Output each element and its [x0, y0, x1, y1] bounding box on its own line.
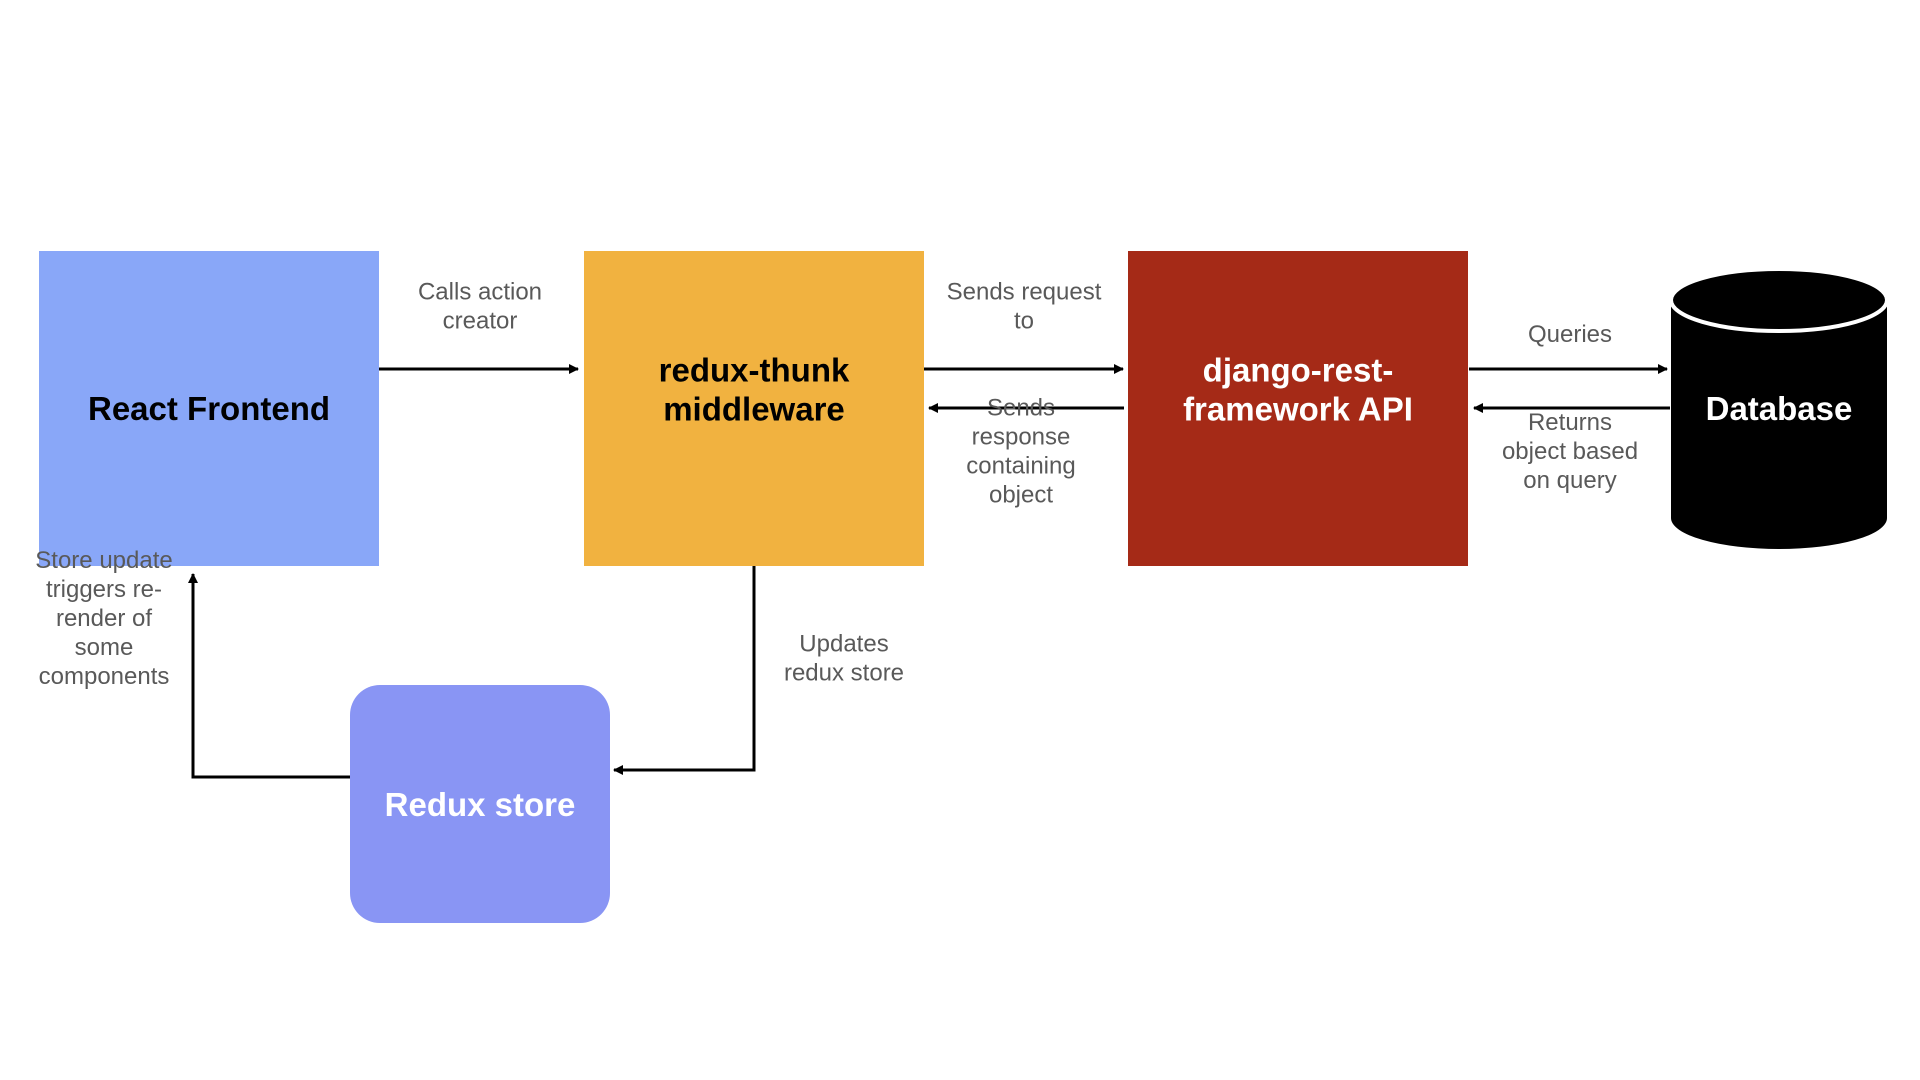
- label-line: Updates: [799, 631, 888, 658]
- label-line: containing: [966, 453, 1075, 480]
- label-line: components: [39, 663, 170, 690]
- label-line: object based: [1502, 438, 1638, 465]
- label-line: Sends: [987, 395, 1055, 422]
- label-line: middleware: [663, 391, 845, 428]
- label-line: React Frontend: [88, 390, 330, 427]
- database-label: Database: [1706, 390, 1853, 427]
- label-line: Sends request: [947, 279, 1102, 306]
- django-api-box: [1128, 251, 1468, 566]
- label-line: Redux store: [385, 786, 576, 823]
- label-line: django-rest-: [1203, 352, 1394, 389]
- django-api-label: django-rest-framework API: [1183, 352, 1413, 428]
- label-line: render of: [56, 605, 152, 632]
- label-line: redux-thunk: [659, 352, 850, 389]
- react-frontend-box: [39, 251, 379, 566]
- queries-label: Queries: [1528, 321, 1612, 348]
- redux-store-label: Redux store: [385, 786, 576, 823]
- label-line: on query: [1523, 467, 1616, 494]
- label-line: to: [1014, 308, 1034, 335]
- label-line: framework API: [1183, 391, 1413, 428]
- label-line: Store update: [35, 547, 172, 574]
- redux-thunk-box: [584, 251, 924, 566]
- label-line: Calls action: [418, 279, 542, 306]
- react-frontend-label: React Frontend: [88, 390, 330, 427]
- node-database: Database: [1669, 267, 1889, 549]
- node-django-api: django-rest-framework API: [1128, 251, 1468, 566]
- database-cylinder-icon: [1671, 269, 1887, 549]
- arrow-updates-store: [613, 566, 756, 775]
- label-line: Database: [1706, 390, 1853, 427]
- label-line: Queries: [1528, 321, 1612, 348]
- label-line: Returns: [1528, 409, 1612, 436]
- label-line: redux store: [784, 660, 904, 687]
- redux-store-box: [350, 685, 610, 923]
- node-react-frontend: React Frontend: [39, 251, 379, 566]
- label-line: object: [989, 482, 1053, 509]
- label-line: some: [75, 634, 134, 661]
- database-cylinder-top: [1669, 267, 1889, 333]
- label-line: creator: [443, 308, 518, 335]
- arrow-store-update: [188, 573, 350, 779]
- label-line: triggers re-: [46, 576, 162, 603]
- label-line: response: [972, 424, 1071, 451]
- node-redux-store: Redux store: [350, 685, 610, 923]
